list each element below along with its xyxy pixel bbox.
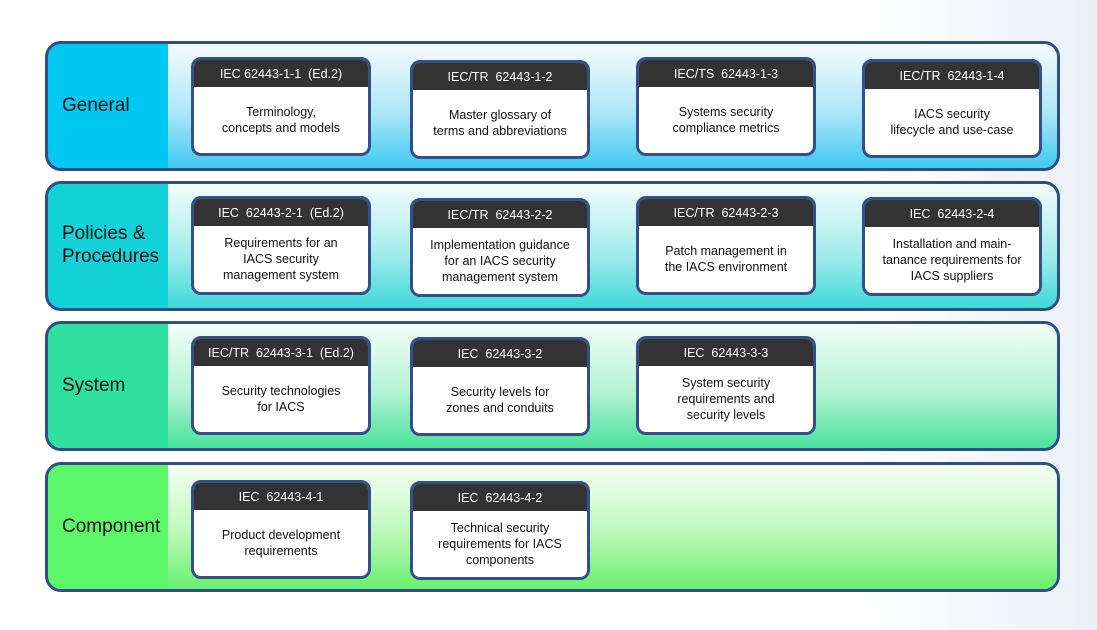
standard-id: IEC 62443-2-4 [865,200,1039,227]
standard-title: Technical security requirements for IACS… [438,520,562,568]
standard-title: IACS security lifecycle and use-case [890,106,1014,137]
standard-id: IEC 62443-3-2 [413,340,587,367]
standard-title: Installation and main- tanance requireme… [882,236,1022,284]
standard-id: IEC 62443-4-2 [413,484,587,511]
standard-id: IEC 62443-1-1 (Ed.2) [194,60,368,87]
standard-card: IEC/TR 62443-2-2 Implementation guidance… [410,198,590,297]
standard-card: IEC/TS 62443-1-3 Systems security compli… [636,57,816,156]
standard-card: IEC 62443-2-1 (Ed.2) Requirements for an… [191,196,371,295]
standard-card: IEC 62443-4-1 Product development requir… [191,480,371,579]
standard-card: IEC/TR 62443-1-2 Master glossary of term… [410,60,590,159]
row-label-policies-procedures: Policies & Procedures [62,223,160,267]
standard-card: IEC 62443-1-1 (Ed.2) Terminology, concep… [191,57,371,156]
standard-id: IEC/TR 62443-2-3 [639,199,813,226]
standard-title: Product development requirements [221,527,341,558]
row-label-general: General [62,94,130,116]
standard-card: IEC 62443-3-2 Security levels for zones … [410,337,590,436]
standard-card: IEC 62443-2-4 Installation and main- tan… [862,197,1042,296]
standard-id: IEC/TR 62443-3-1 (Ed.2) [194,339,368,366]
standard-id: IEC/TR 62443-1-2 [413,63,587,90]
row-label-system: System [62,374,126,396]
standard-id: IEC 62443-2-1 (Ed.2) [194,199,368,226]
standard-id: IEC/TR 62443-2-2 [413,201,587,228]
standard-id: IEC/TR 62443-1-4 [865,62,1039,89]
standard-title: Security levels for zones and conduits [446,384,554,415]
standard-title: Requirements for an IACS security manage… [222,235,340,283]
standard-title: Systems security compliance metrics [672,104,780,135]
standard-title: System security requirements and securit… [677,375,775,423]
standard-card: IEC 62443-4-2 Technical security require… [410,481,590,580]
standard-id: IEC 62443-3-3 [639,339,813,366]
standard-card: IEC/TR 62443-3-1 (Ed.2) Security technol… [191,336,371,435]
standard-title: Implementation guidance for an IACS secu… [430,237,570,285]
standard-title: Patch management in the IACS environment [664,243,788,274]
standard-card: IEC 62443-3-3 System security requiremen… [636,336,816,435]
row-label-component: Component [62,515,161,537]
standard-title: Terminology, concepts and models [221,104,341,135]
standard-id: IEC/TS 62443-1-3 [639,60,813,87]
standard-id: IEC 62443-4-1 [194,483,368,510]
standard-card: IEC/TR 62443-2-3 Patch management in the… [636,196,816,295]
standard-title: Master glossary of terms and abbreviatio… [433,107,567,138]
standard-title: Security technologies for IACS [221,383,341,414]
standard-card: IEC/TR 62443-1-4 IACS security lifecycle… [862,59,1042,158]
